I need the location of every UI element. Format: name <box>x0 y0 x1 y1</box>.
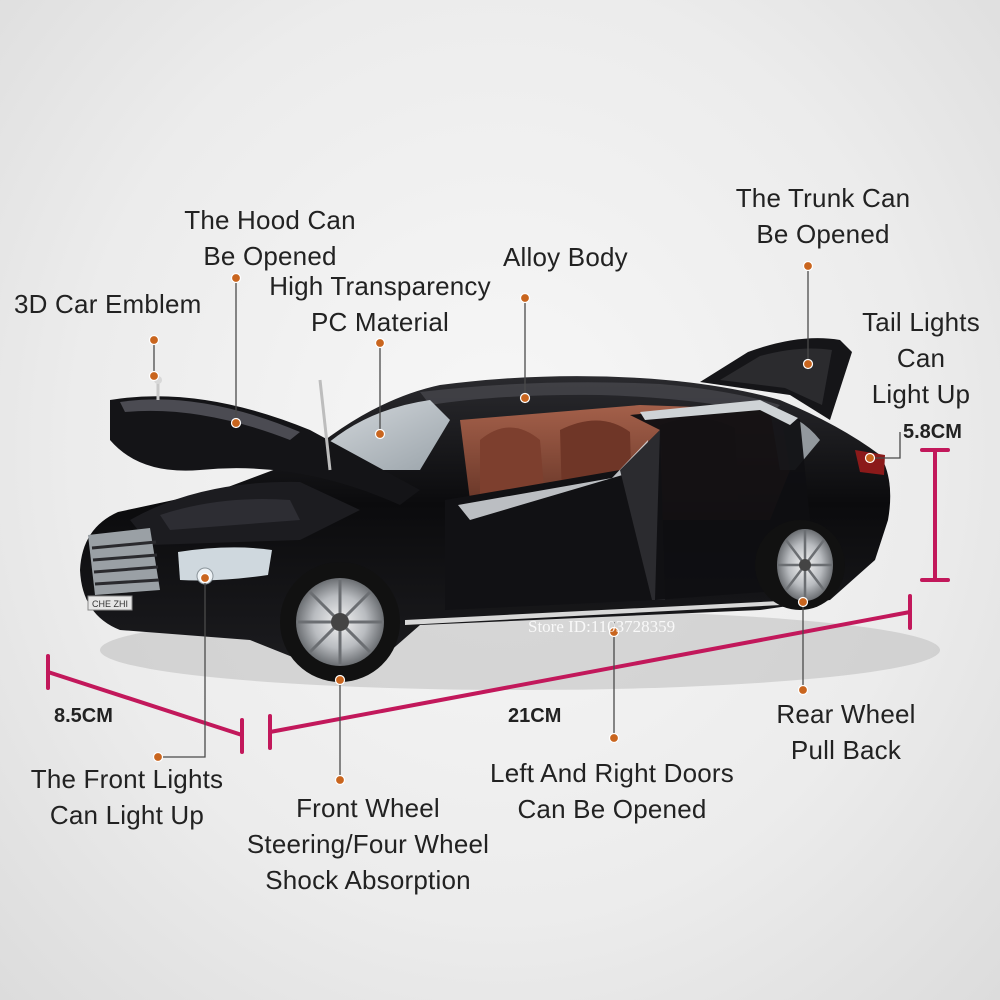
front-wheel <box>280 562 400 682</box>
label-alloy-body: Alloy Body <box>503 242 628 272</box>
license-plate <box>87 595 133 611</box>
plate-text: CHE ZHI <box>92 599 128 609</box>
hood <box>110 396 420 505</box>
headlight <box>178 547 272 581</box>
height-dimension-label: 5.8CM <box>903 421 962 443</box>
rear-wheel <box>755 520 845 610</box>
store-watermark: Store ID:1103728359 <box>528 617 676 636</box>
length-dimension-label: 21CM <box>508 705 562 727</box>
width-dimension-line <box>46 670 244 737</box>
width-dimension-label: 8.5CM <box>54 705 113 727</box>
label-emblem: 3D Car Emblem <box>14 289 202 319</box>
callout-dots <box>148 260 876 786</box>
front-door <box>445 430 660 610</box>
